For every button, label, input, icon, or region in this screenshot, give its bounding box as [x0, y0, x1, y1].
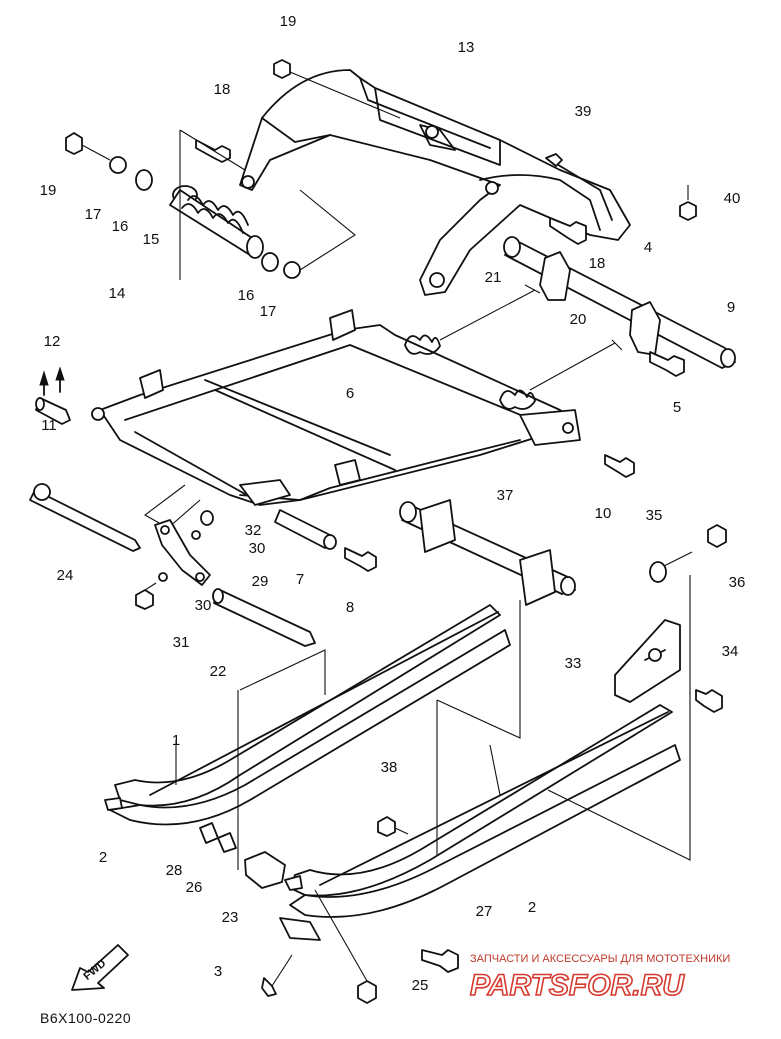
callout-c24: 24: [57, 567, 74, 584]
torsion-spring-part-20: [499, 339, 623, 410]
watermark: ЗАПЧАСТИ И АКСЕССУАРЫ ДЛЯ МОТОТЕХНИКИ PA…: [469, 953, 730, 1003]
washer-part-30-upper: [191, 530, 201, 540]
callout-c20: 20: [570, 311, 587, 328]
callout-c13: 13: [458, 39, 475, 56]
main-frame-part-6: [91, 309, 581, 506]
bolt-part-18-right: [549, 217, 587, 245]
callout-c2a: 2: [99, 849, 107, 866]
callout-c28: 28: [166, 862, 183, 879]
callout-c35: 35: [646, 507, 663, 524]
callout-c17a: 17: [85, 206, 102, 223]
callout-c16b: 16: [238, 287, 255, 304]
watermark-caption: ЗАПЧАСТИ И АКСЕССУАРЫ ДЛЯ МОТОТЕХНИКИ: [470, 953, 730, 965]
callout-c18b: 18: [589, 255, 606, 272]
washer-part-30-lower: [158, 572, 168, 582]
block-part-28: [199, 822, 219, 844]
callout-c2b: 2: [528, 899, 536, 916]
callout-c30b: 30: [195, 597, 212, 614]
bolt-part-39: [545, 153, 563, 167]
callout-c27: 27: [476, 903, 493, 920]
bolt-part-38: [377, 816, 409, 837]
callout-c1: 1: [172, 732, 180, 749]
callout-c39: 39: [575, 103, 592, 120]
bushing-part-32: [200, 510, 214, 526]
bolt-part-8: [344, 547, 377, 572]
axle-part-37: [399, 499, 576, 606]
callout-c40: 40: [724, 190, 741, 207]
callout-c8: 8: [346, 599, 354, 616]
callout-c14: 14: [109, 285, 126, 302]
nut-part-19-top: [273, 59, 401, 119]
callout-c21: 21: [485, 269, 502, 286]
bolt-part-27: [421, 949, 459, 973]
diagram-code: B6X100-0220: [40, 1010, 131, 1026]
callout-c25: 25: [412, 977, 429, 994]
callout-c26: 26: [186, 879, 203, 896]
bushing-part-17-right: [283, 261, 301, 279]
bushing-part-17-left: [109, 156, 127, 174]
watermark-brand: PARTSFOR.RU: [470, 969, 685, 1002]
slide-rail-part-1: [104, 604, 511, 826]
direction-arrows-part-12: [39, 366, 65, 396]
callout-c3: 3: [214, 963, 222, 980]
callout-c5: 5: [673, 399, 681, 416]
callout-c37: 37: [497, 487, 514, 504]
callout-c19a: 19: [280, 13, 297, 30]
bolt-part-5: [649, 351, 685, 377]
callout-c36: 36: [729, 574, 746, 591]
shock-absorber-part-15: [169, 185, 264, 259]
upper-swing-arm-part-13: [239, 69, 631, 296]
bolt-part-31: [135, 582, 157, 610]
callout-c18a: 18: [214, 81, 231, 98]
shaft-part-22: [212, 588, 316, 647]
pivot-shaft-part-7: [274, 509, 337, 550]
screw-part-3: [261, 954, 293, 997]
torsion-spring-part-21: [404, 284, 541, 355]
bolt-part-10: [604, 454, 635, 478]
slide-rail-part-2: [279, 704, 681, 941]
callout-c12: 12: [44, 333, 61, 350]
callout-c6: 6: [346, 385, 354, 402]
callout-c10: 10: [595, 505, 612, 522]
callout-c4: 4: [644, 239, 652, 256]
fwd-arrow-icon: FWD: [71, 944, 129, 991]
cap-part-23: [244, 851, 286, 889]
callout-c30a: 30: [249, 540, 266, 557]
callout-c22: 22: [210, 663, 227, 680]
plate-part-33: [614, 619, 681, 703]
callout-c16a: 16: [112, 218, 129, 235]
callout-c19b: 19: [40, 182, 57, 199]
nut-part-25: [314, 889, 377, 1004]
callout-c11: 11: [41, 417, 57, 434]
callout-c31: 31: [173, 634, 190, 651]
callout-c32: 32: [245, 522, 262, 539]
rear-axle-part-4: [503, 236, 736, 369]
callout-c33: 33: [565, 655, 582, 672]
nut-part-40: [679, 185, 697, 221]
nut-part-36: [707, 524, 727, 548]
callout-c38: 38: [381, 759, 398, 776]
bushing-part-16-right: [261, 252, 279, 272]
nut-part-19-left: [65, 132, 111, 161]
callout-c23: 23: [222, 909, 239, 926]
callout-c7: 7: [296, 571, 304, 588]
callout-c34: 34: [722, 643, 739, 660]
callout-labels: 1223456789101112131415161617171818191920…: [40, 13, 746, 994]
bolt-part-34: [695, 689, 723, 713]
rod-part-24: [29, 483, 141, 552]
bolt-part-35: [649, 551, 693, 583]
callout-c17b: 17: [260, 303, 277, 320]
bushing-part-16-left: [135, 169, 153, 191]
callout-c29: 29: [252, 573, 269, 590]
callout-c15: 15: [143, 231, 160, 248]
spacer-part-11: [35, 397, 71, 425]
link-part-29: [154, 519, 211, 586]
block-part-26: [217, 832, 237, 853]
callout-c9: 9: [727, 299, 735, 316]
